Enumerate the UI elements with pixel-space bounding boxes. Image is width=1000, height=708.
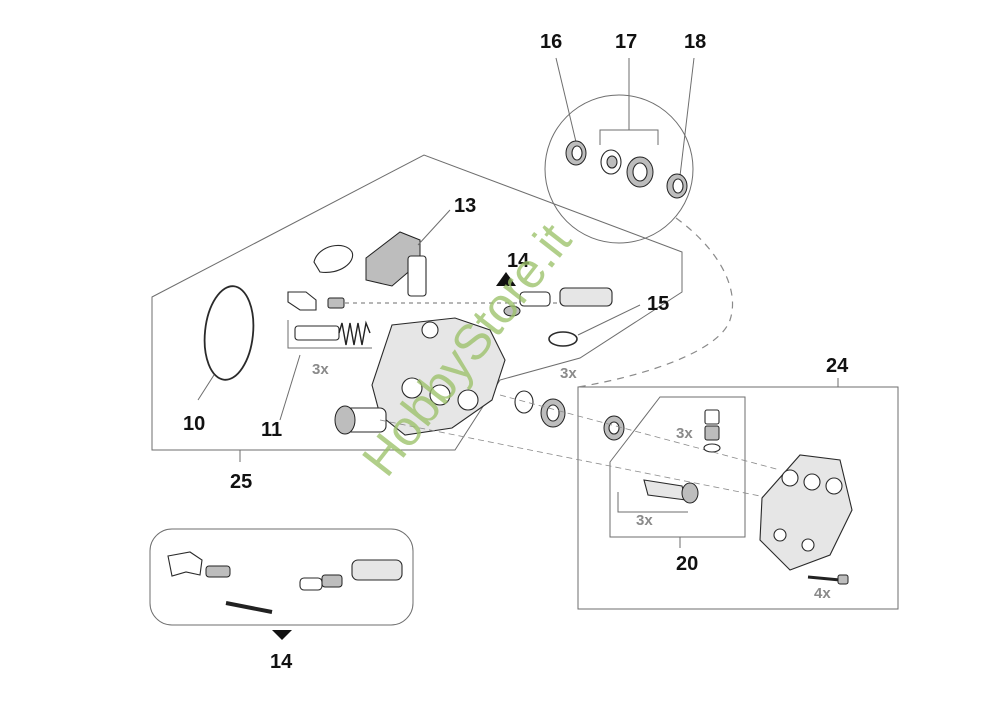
label-14-detail: 14	[270, 651, 293, 673]
seal-ring-18	[666, 173, 688, 199]
pump-head-housing	[334, 317, 506, 436]
seal-ring-17b	[626, 156, 654, 188]
group-24-box	[577, 386, 899, 610]
o-ring-15	[548, 331, 578, 347]
label-20: 20	[676, 553, 698, 575]
qty-pistons: 3x	[636, 512, 653, 529]
qty-seals: 3x	[560, 365, 577, 382]
label-15: 15	[647, 293, 669, 315]
label-17: 17	[615, 31, 637, 53]
label-10: 10	[183, 413, 205, 435]
label-24: 24	[826, 355, 849, 377]
manifold-24	[759, 454, 853, 571]
label-25: 25	[230, 471, 252, 493]
arrow-14-top	[496, 272, 516, 286]
housing-seals	[379, 390, 781, 501]
valve-assembly-14	[287, 287, 613, 317]
bolt-24	[807, 574, 849, 585]
label-16: 16	[540, 31, 562, 53]
group-25-outline	[151, 154, 683, 451]
qty-bolts: 4x	[814, 585, 831, 602]
label-18: 18	[684, 31, 706, 53]
label-13: 13	[454, 195, 476, 217]
valve-cartridge	[703, 409, 721, 453]
piston-20	[617, 479, 699, 513]
qty-springs: 3x	[312, 361, 329, 378]
seal-kit-detail-circle	[544, 94, 694, 244]
leader-10	[197, 374, 215, 401]
unloader-cap-13	[313, 209, 451, 297]
valve-detail-14	[167, 551, 403, 614]
label-14: 14	[507, 250, 530, 272]
leader-15	[577, 304, 641, 336]
o-ring-10	[203, 285, 255, 381]
dashed-connector	[577, 217, 734, 388]
spring-retainer-11	[279, 320, 372, 421]
label-11: 11	[261, 419, 282, 441]
group-14-detail-box	[149, 528, 414, 626]
arrow-14-bottom	[272, 630, 292, 640]
seal-retainer-17a	[600, 149, 622, 175]
qty-valves: 3x	[676, 425, 693, 442]
leader-16	[555, 57, 577, 143]
leader-18	[679, 57, 695, 177]
bracket-17	[599, 129, 659, 145]
group-20-box	[609, 396, 746, 538]
seal-ring-16	[565, 140, 587, 166]
